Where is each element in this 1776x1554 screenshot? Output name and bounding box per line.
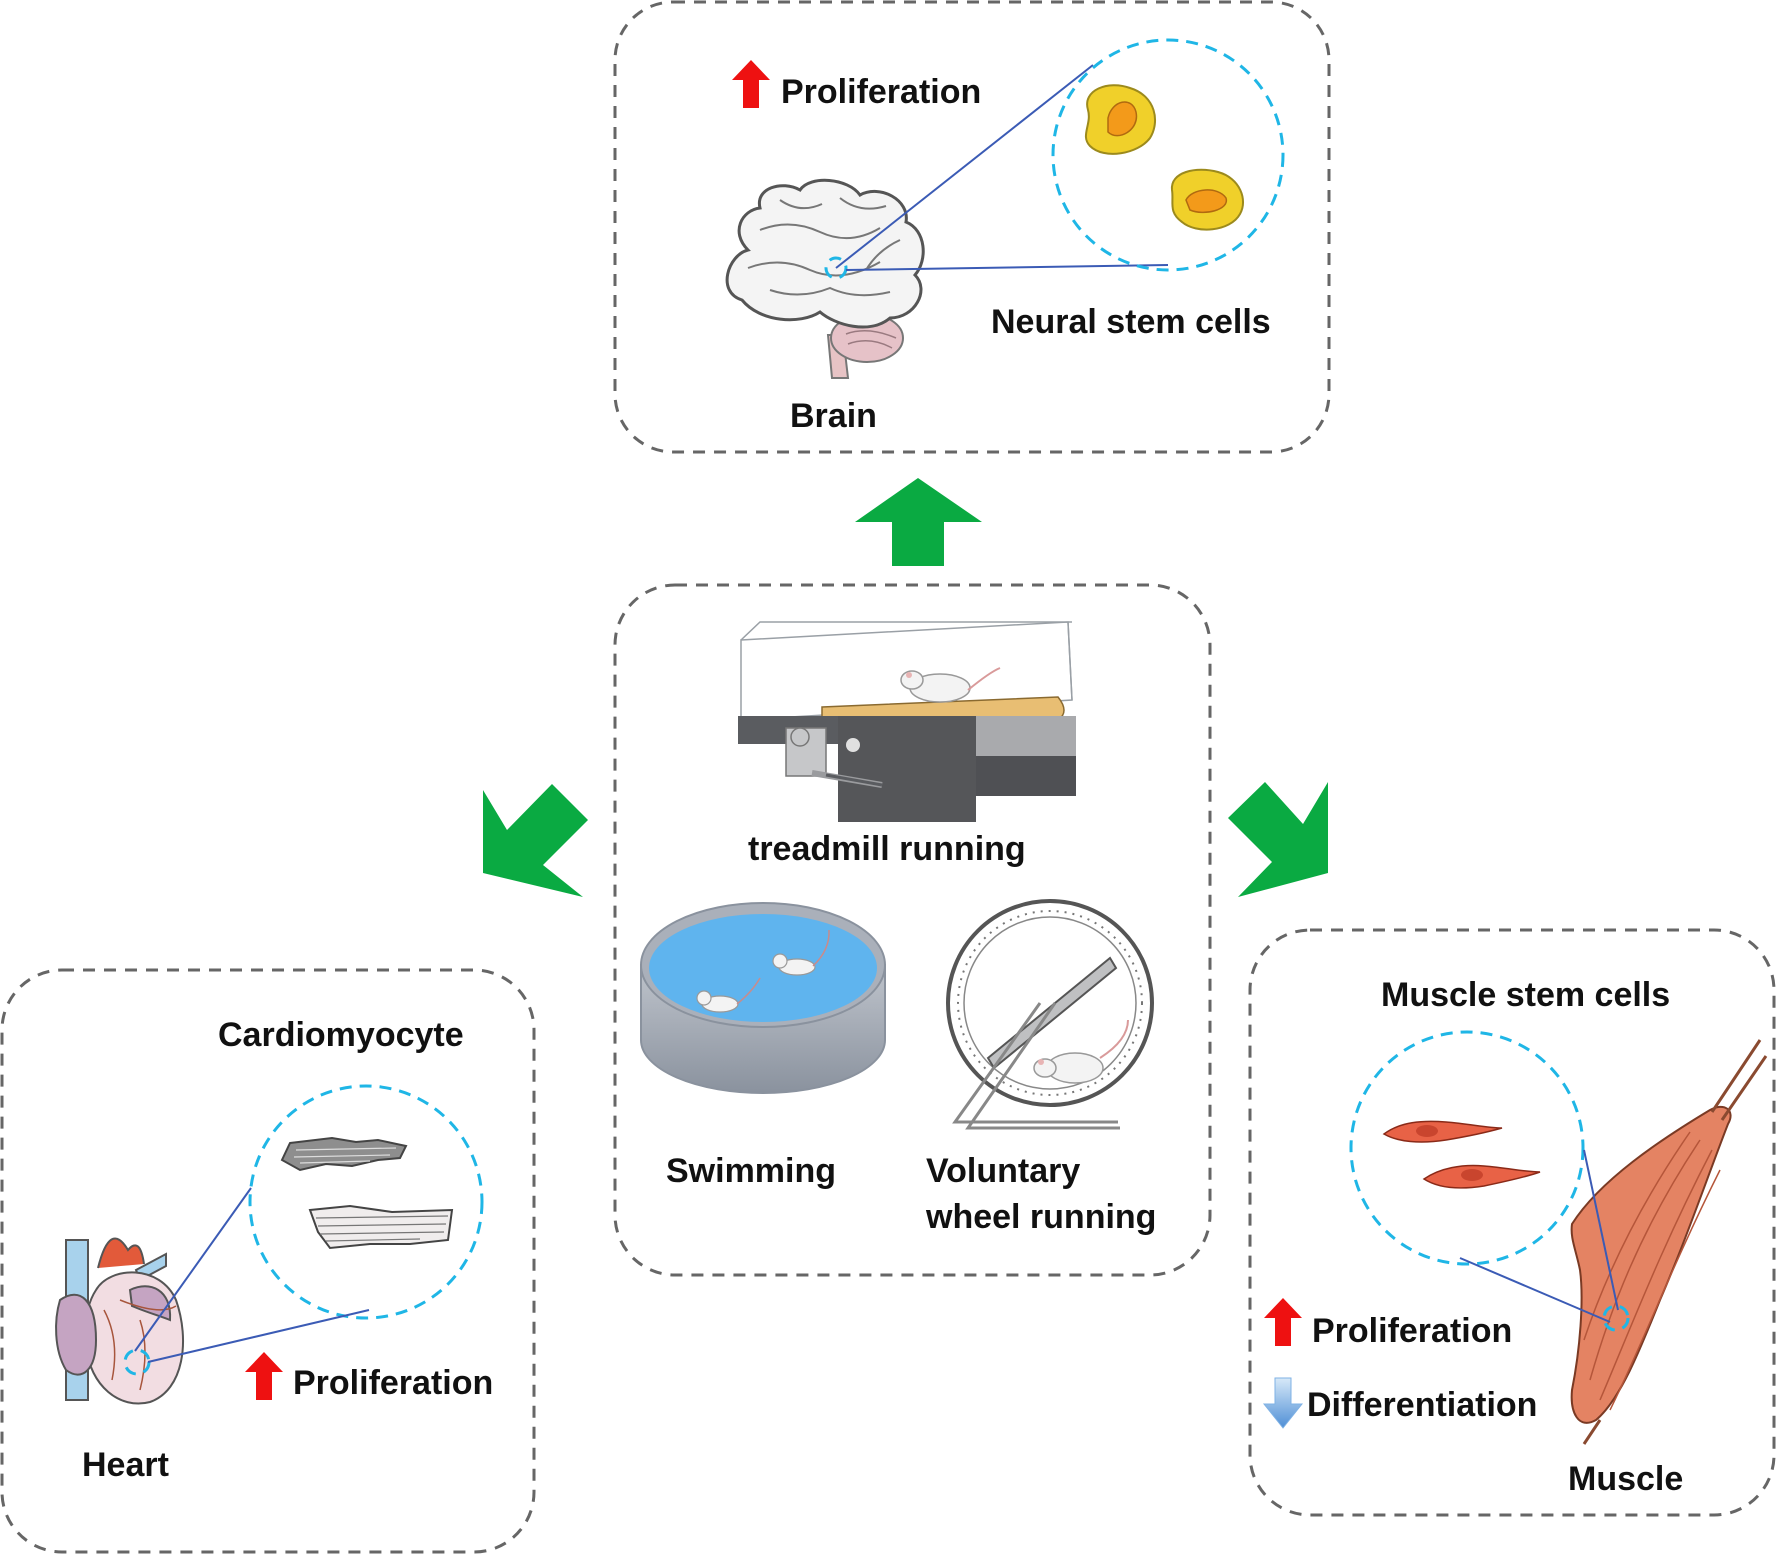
heart-organ-label: Heart bbox=[82, 1446, 169, 1484]
muscle-leader-line-top bbox=[1583, 1149, 1619, 1311]
up-arrow-icon bbox=[732, 60, 770, 108]
cardiomyocyte-label: Cardiomyocyte bbox=[218, 1016, 464, 1054]
brain-panel: Proliferation Brain Neural stem cells bbox=[613, 0, 1331, 454]
brain-effect-label: Proliferation bbox=[781, 73, 981, 111]
cardiomyocyte-magnifier bbox=[248, 1084, 484, 1320]
muscle-zoom-origin bbox=[1602, 1304, 1630, 1332]
heart-panel: Cardiomyocyte Proliferation Heart bbox=[0, 968, 536, 1554]
heart-effect-label: Proliferation bbox=[293, 1364, 493, 1402]
mouse-on-treadmill bbox=[900, 667, 1001, 703]
cardiomyocyte-cell bbox=[308, 1204, 454, 1250]
brain-illustration bbox=[725, 178, 925, 379]
neural-stem-cell-magnifier bbox=[1051, 38, 1285, 272]
green-arrow-down-right-icon bbox=[1228, 782, 1328, 897]
muscle-stem-cells-label: Muscle stem cells bbox=[1381, 976, 1670, 1014]
up-arrow-icon bbox=[1264, 1298, 1302, 1346]
neural-stem-cells-label: Neural stem cells bbox=[991, 303, 1271, 341]
swimming-mouse bbox=[696, 977, 761, 1013]
green-arrow-down-left-icon bbox=[483, 784, 588, 897]
heart-illustration bbox=[55, 1237, 185, 1405]
muscle-illustration bbox=[1570, 1039, 1768, 1445]
brain-panel-border bbox=[613, 0, 1331, 454]
muscle-stem-cell bbox=[1382, 1120, 1503, 1143]
running-wheel-illustration bbox=[946, 899, 1154, 1130]
brain-zoom-origin bbox=[824, 256, 848, 280]
wheel-label-line2: wheel running bbox=[925, 1198, 1156, 1236]
treadmill-running-label: treadmill running bbox=[748, 830, 1026, 868]
green-arrow-up-icon bbox=[855, 478, 982, 566]
down-arrow-icon bbox=[1262, 1377, 1304, 1429]
muscle-organ-label: Muscle bbox=[1568, 1460, 1683, 1498]
brain-leader-line-bottom bbox=[845, 264, 1169, 271]
exercise-panel-border bbox=[613, 583, 1212, 1277]
swimming-label: Swimming bbox=[666, 1152, 836, 1190]
cardiomyocyte-cell bbox=[280, 1136, 408, 1172]
muscle-effect-differentiation: Differentiation bbox=[1307, 1386, 1537, 1424]
neural-stem-cell bbox=[1085, 84, 1157, 155]
brain-organ-label: Brain bbox=[790, 397, 877, 435]
swimming-mouse bbox=[772, 929, 830, 976]
wheel-label-line1: Voluntary bbox=[926, 1152, 1080, 1190]
muscle-panel-border bbox=[1248, 928, 1776, 1517]
up-arrow-icon bbox=[245, 1352, 283, 1400]
swimming-pool-illustration bbox=[640, 902, 886, 1094]
muscle-stem-cell bbox=[1422, 1164, 1541, 1189]
heart-panel-border bbox=[0, 968, 536, 1554]
heart-leader-line-bottom bbox=[147, 1309, 370, 1363]
muscle-panel: Muscle stem cells Proliferation Differen… bbox=[1248, 928, 1776, 1517]
mouse-in-wheel bbox=[1033, 1019, 1129, 1084]
exercise-panel: treadmill running Swimming bbox=[613, 583, 1212, 1277]
muscle-leader-line-bottom bbox=[1459, 1257, 1611, 1323]
muscle-stem-cell-magnifier bbox=[1349, 1030, 1585, 1266]
brain-leader-line-top bbox=[835, 64, 1094, 269]
heart-leader-line-top bbox=[134, 1187, 252, 1352]
neural-stem-cell bbox=[1170, 168, 1245, 231]
muscle-effect-proliferation: Proliferation bbox=[1312, 1312, 1512, 1350]
treadmill-illustration bbox=[738, 621, 1076, 822]
